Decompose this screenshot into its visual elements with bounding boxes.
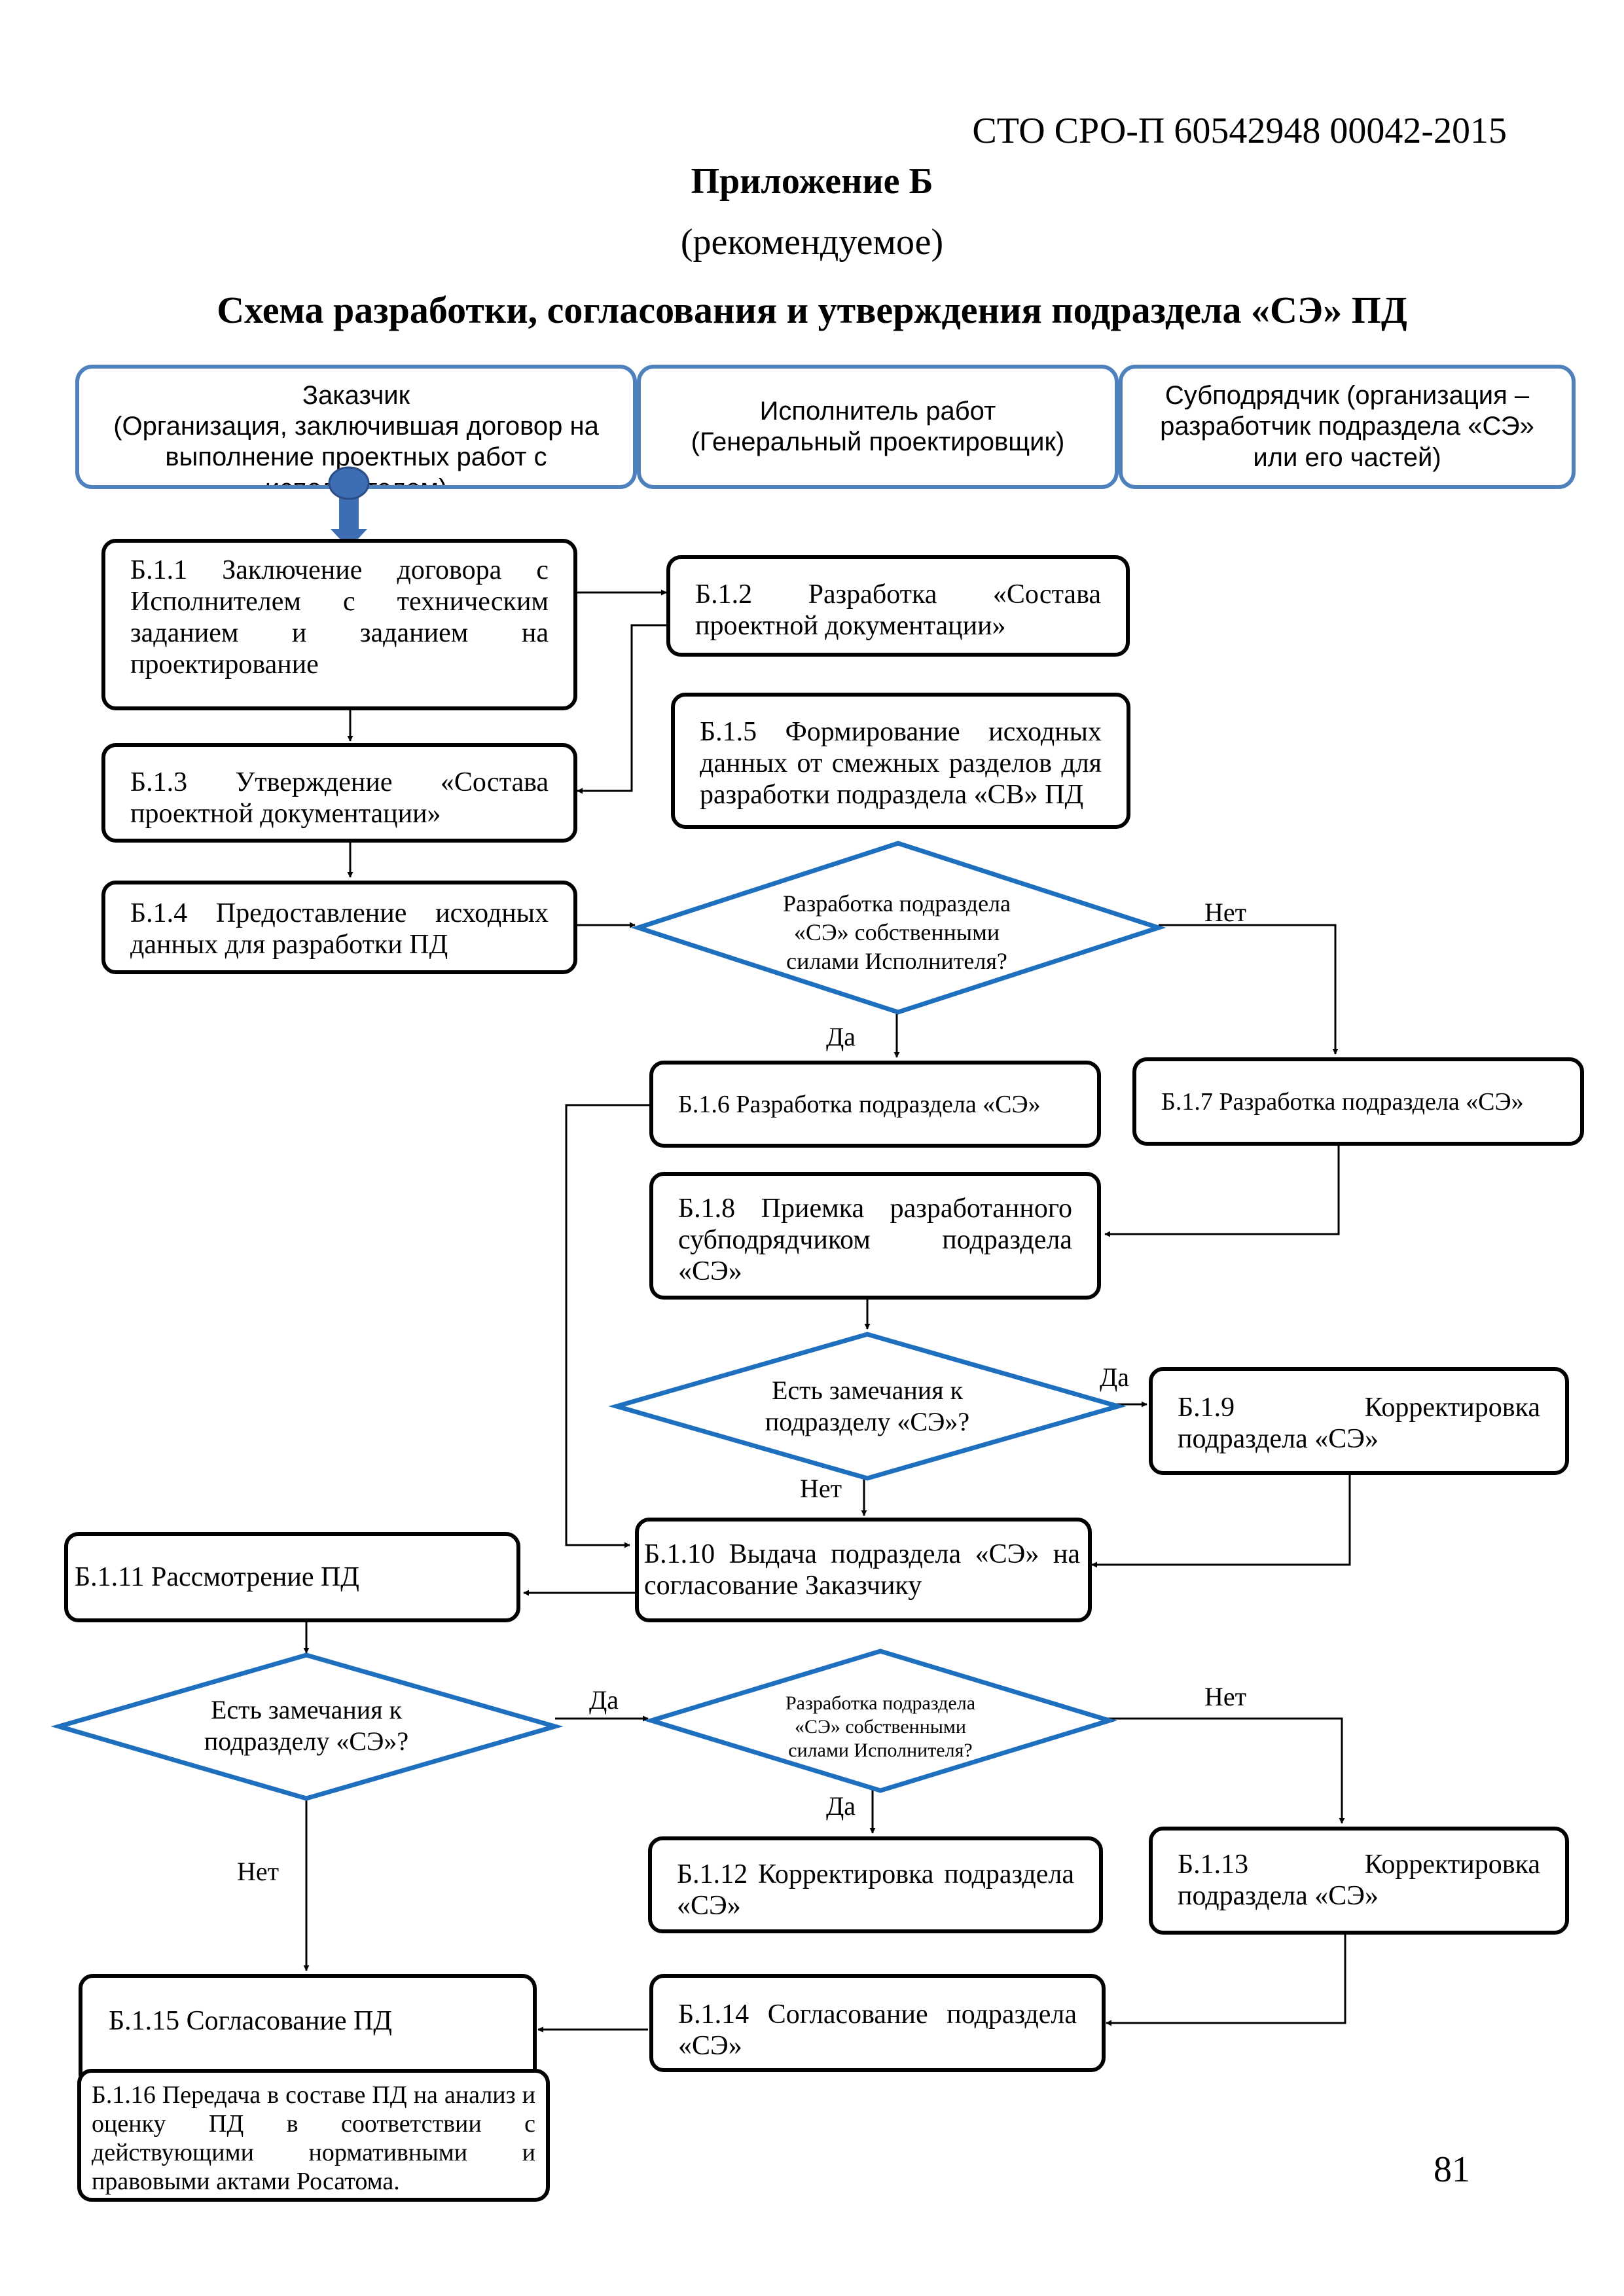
step-b1-6: Б.1.6 Разработка подраздела «СЭ» xyxy=(649,1061,1101,1148)
arrow-b17-to-b18 xyxy=(1104,1146,1340,1237)
decision-own-forces-1: Разработка подраздела «СЭ» собственными … xyxy=(782,890,1011,974)
label-d4-no: Нет xyxy=(1204,1682,1247,1711)
step-b1-1-text: Б.1.1 Заключение договора с Исполнителем… xyxy=(130,555,549,680)
decision-remarks-1-shape xyxy=(608,1332,1127,1481)
lane-customer-label: Заказчик (Организация, заключившая догов… xyxy=(113,381,599,485)
step-b1-12: Б.1.12 Корректировка подраздела «СЭ» xyxy=(648,1836,1103,1933)
label-d3-yes: Да xyxy=(589,1685,619,1715)
step-b1-7-text: Б.1.7 Разработка подраздела «СЭ» xyxy=(1161,1087,1524,1116)
step-b1-13-text: Б.1.13 Корректировка подраздела «СЭ» xyxy=(1178,1850,1540,1911)
step-b1-11: Б.1.11 Рассмотрение ПД xyxy=(64,1532,520,1622)
lane-subcontractor-label: Субподрядчик (организация – разработчик … xyxy=(1160,381,1534,472)
step-b1-9: Б.1.9 Корректировка подраздела «СЭ» xyxy=(1149,1367,1569,1475)
decision-own-forces-1-shape xyxy=(630,841,1166,1015)
step-b1-6-text: Б.1.6 Разработка подраздела «СЭ» xyxy=(678,1090,1041,1118)
scheme-title: Схема разработки, согласования и утвержд… xyxy=(217,289,1407,331)
arrow-b16-to-b110 xyxy=(565,1104,649,1548)
decision-remarks-1: Есть замечания к подразделу «СЭ»? xyxy=(765,1376,970,1436)
appendix-status: (рекомендуемое) xyxy=(680,222,944,263)
arrow-d4-to-b113 xyxy=(1106,1717,1345,1824)
step-b1-2: Б.1.2 Разработка «Состава проектной доку… xyxy=(666,555,1130,657)
label-d3-no: Нет xyxy=(237,1857,280,1886)
step-b1-3: Б.1.3 Утверждение «Состава проектной док… xyxy=(101,743,577,843)
document-code: СТО СРО-П 60542948 00042-2015 xyxy=(972,111,1507,151)
step-b1-8-text: Б.1.8 Приемка разработанного субподрядчи… xyxy=(678,1194,1072,1286)
step-b1-12-text: Б.1.12 Корректировка подраздела «СЭ» xyxy=(677,1859,1074,1921)
step-b1-1: Б.1.1 Заключение договора с Исполнителем… xyxy=(101,539,577,710)
label-d4-yes: Да xyxy=(826,1791,856,1821)
step-b1-9-text: Б.1.9 Корректировка подраздела «СЭ» xyxy=(1178,1393,1540,1454)
arrow-d1-to-b17 xyxy=(1159,924,1339,1055)
step-b1-7: Б.1.7 Разработка подраздела «СЭ» xyxy=(1132,1057,1584,1146)
step-b1-13: Б.1.13 Корректировка подраздела «СЭ» xyxy=(1149,1827,1569,1935)
arrow-b113-to-b114 xyxy=(1106,1935,1346,2026)
decision-own-forces-2: Разработка подраздела «СЭ» собственными … xyxy=(785,1692,976,1761)
label-d1-no: Нет xyxy=(1204,898,1247,927)
appendix-title: Приложение Б xyxy=(691,161,933,202)
arrow-b19-to-b110 xyxy=(1091,1474,1351,1568)
step-b1-5-text: Б.1.5 Формирование исходных данных от см… xyxy=(700,717,1102,810)
step-b1-2-text: Б.1.2 Разработка «Состава проектной доку… xyxy=(695,579,1101,641)
label-d2-yes: Да xyxy=(1100,1362,1130,1392)
step-b1-4-text: Б.1.4 Предоставление исходных данных для… xyxy=(130,898,549,960)
decision-remarks-2-shape xyxy=(50,1652,564,1801)
step-b1-14-text: Б.1.14 Согласование подраздела «СЭ» xyxy=(678,1999,1077,2061)
decision-own-forces-2-shape xyxy=(643,1649,1118,1793)
step-b1-3-text: Б.1.3 Утверждение «Состава проектной док… xyxy=(130,767,549,829)
step-b1-10-text: Б.1.10 Выдача подраздела «СЭ» на согласо… xyxy=(644,1539,1080,1601)
page-number: 81 xyxy=(1434,2149,1470,2190)
step-b1-16: Б.1.16 Передача в составе ПД на анализ и… xyxy=(77,2069,550,2202)
step-b1-15-text: Б.1.15 Согласование ПД xyxy=(109,2006,392,2036)
decision-remarks-2: Есть замечания к подразделу «СЭ»? xyxy=(204,1695,409,1756)
arrow-b12-to-b13 xyxy=(577,624,666,794)
step-b1-4: Б.1.4 Предоставление исходных данных для… xyxy=(101,881,577,974)
step-b1-16-text: Б.1.16 Передача в составе ПД на анализ и… xyxy=(92,2081,535,2195)
step-b1-5: Б.1.5 Формирование исходных данных от см… xyxy=(671,693,1130,829)
label-d1-yes: Да xyxy=(826,1022,856,1051)
lane-subcontractor: Субподрядчик (организация – разработчик … xyxy=(1119,365,1576,489)
step-b1-14: Б.1.14 Согласование подраздела «СЭ» xyxy=(649,1974,1106,2072)
step-b1-8: Б.1.8 Приемка разработанного субподрядчи… xyxy=(649,1172,1101,1300)
start-arrow-icon xyxy=(328,466,370,549)
step-b1-10: Б.1.10 Выдача подраздела «СЭ» на согласо… xyxy=(635,1518,1092,1622)
lane-contractor-label: Исполнитель работ (Генеральный проектиро… xyxy=(691,396,1065,456)
label-d2-no: Нет xyxy=(800,1474,842,1503)
lane-contractor: Исполнитель работ (Генеральный проектиро… xyxy=(637,365,1119,489)
step-b1-11-text: Б.1.11 Рассмотрение ПД xyxy=(75,1562,359,1592)
